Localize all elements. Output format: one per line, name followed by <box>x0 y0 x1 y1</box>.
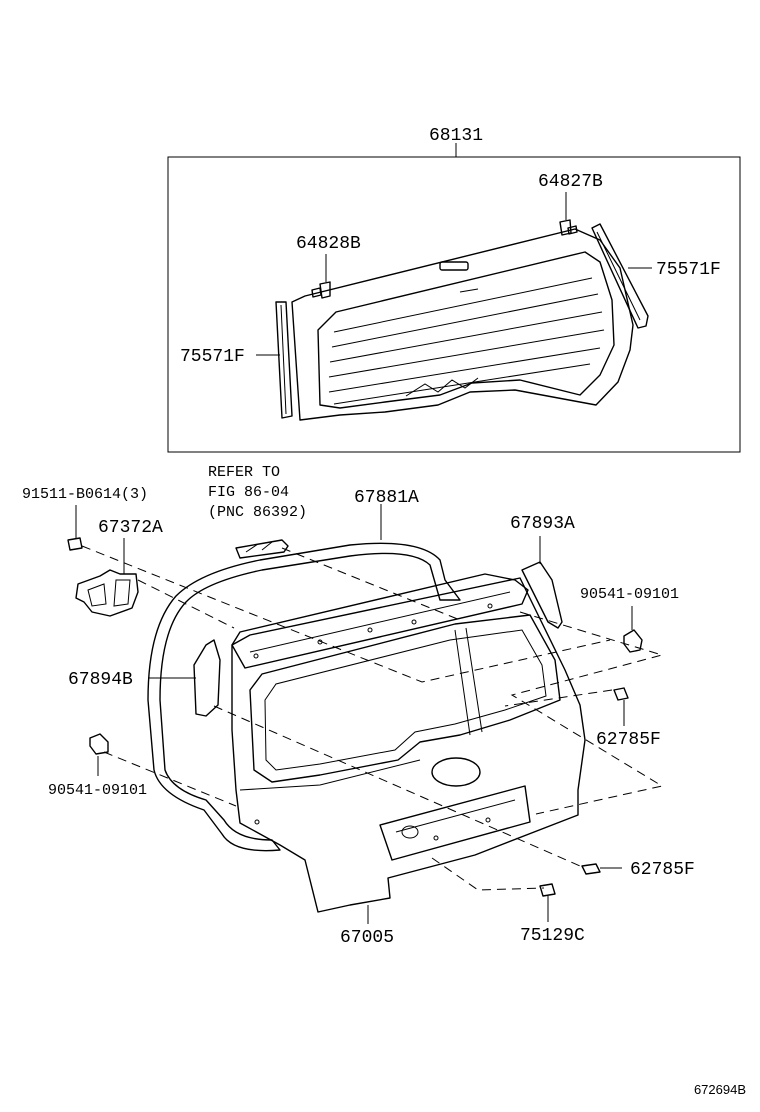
hinge-67372A <box>75 569 139 617</box>
label-67893A: 67893A <box>510 514 575 534</box>
clip-64828B <box>311 281 331 299</box>
spacer-75571F-left <box>275 301 293 419</box>
stopper-75129C <box>539 883 556 897</box>
label-67894B: 67894B <box>68 670 133 690</box>
label-91511-B0614: 91511-B0614(3) <box>22 486 148 503</box>
label-67005: 67005 <box>340 928 394 948</box>
cushion-90541-right <box>623 629 643 653</box>
window-glass-group <box>167 143 741 453</box>
label-refer-pnc: (PNC 86392) <box>208 504 307 521</box>
bolt-91511 <box>67 537 83 551</box>
stopper-62785F-lower <box>581 863 601 875</box>
garnish-67893A <box>521 561 563 629</box>
label-62785F-upper: 62785F <box>596 730 661 750</box>
label-75571F-left: 75571F <box>180 347 245 367</box>
back-door-group <box>67 504 664 924</box>
label-67881A: 67881A <box>354 488 419 508</box>
label-75129C: 75129C <box>520 926 585 946</box>
label-67372A: 67372A <box>98 518 163 538</box>
glass-assembly-box <box>167 156 741 453</box>
label-64828B: 64828B <box>296 234 361 254</box>
garnish-67894B <box>193 639 221 717</box>
back-door-panel-67005 <box>231 577 586 913</box>
label-62785F-lower: 62785F <box>630 860 695 880</box>
cushion-90541-left <box>89 733 109 755</box>
referenced-part <box>235 539 289 559</box>
label-68131: 68131 <box>429 126 483 146</box>
label-refer-to: REFER TO <box>208 464 280 481</box>
label-refer-fig: FIG 86-04 <box>208 484 289 501</box>
label-90541-left: 90541-09101 <box>48 782 147 799</box>
weatherstrip-67881A <box>147 542 461 852</box>
clip-64827B <box>559 219 578 236</box>
label-90541-right: 90541-09101 <box>580 586 679 603</box>
label-75571F-right: 75571F <box>656 260 721 280</box>
stopper-62785F-upper <box>613 687 629 701</box>
back-door-glass <box>291 228 634 421</box>
part-labels: 68131 64827B 64828B 75571F 75571F 91511-… <box>22 126 746 1097</box>
spacer-75571F-right <box>591 223 649 329</box>
diagram-code: 672694B <box>694 1082 746 1097</box>
label-64827B: 64827B <box>538 172 603 192</box>
